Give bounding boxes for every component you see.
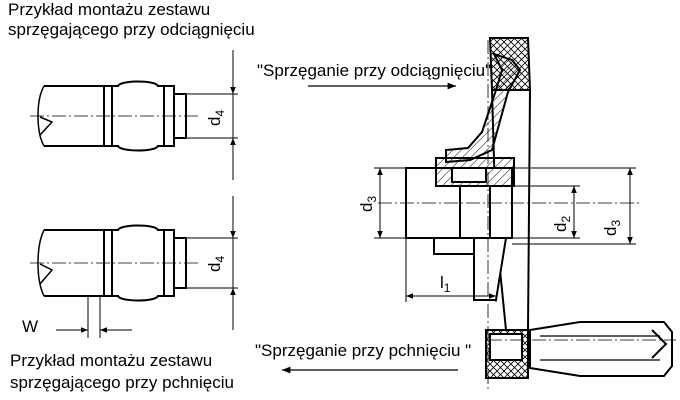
d4-top-dimension: [186, 50, 238, 180]
push-coupling-assembly: [30, 224, 200, 302]
top-left-caption-line2: sprzęgającego przy odciągnięciu: [8, 20, 255, 39]
d3-left-label: d3: [357, 196, 379, 212]
top-left-caption-line1: Przykład montażu zestawu: [8, 0, 211, 19]
handwheel: [405, 37, 673, 379]
d4-top-label: d4: [205, 110, 227, 126]
handwheel-handle: [529, 321, 673, 377]
bottom-left-caption-line2: sprzęgającego przy pchnięciu: [10, 373, 234, 392]
d3-left-dimension: [374, 167, 406, 239]
d2-label: d2: [551, 216, 573, 232]
d4-bottom-label: d4: [205, 256, 227, 272]
push-coupling-label: "Sprzęganie przy pchnięciu ": [255, 341, 472, 360]
l1-dimension: [405, 238, 497, 302]
w-dimension: [56, 296, 132, 338]
d3-right-label: d3: [601, 220, 623, 236]
d4-bottom-dimension: [186, 196, 238, 330]
d2-dimension: [512, 185, 580, 239]
pull-coupling-assembly: [30, 80, 200, 152]
l1-label: l1: [440, 273, 451, 295]
d3-right-dimension: [512, 167, 636, 245]
pull-coupling-label: "Sprzęganie przy odciągnięciu": [257, 61, 492, 80]
bottom-left-caption-line1: Przykład montażu zestawu: [10, 351, 213, 370]
w-label: W: [22, 317, 38, 336]
right-centerlines: [378, 40, 676, 390]
handwheel-spoke: [445, 52, 522, 164]
